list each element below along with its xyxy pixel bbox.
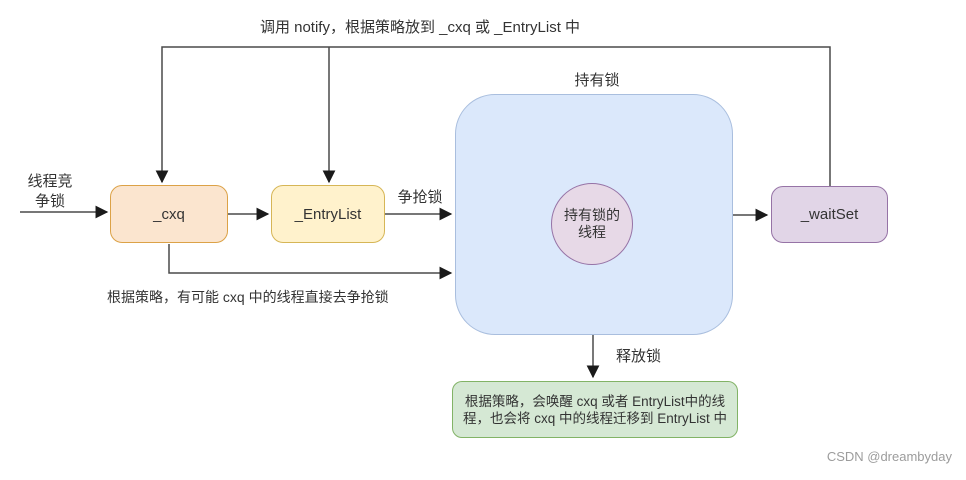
lock-holder-container-label: 持有锁 bbox=[574, 72, 620, 89]
notify-annotation: 调用 notify，根据策略放到 _cxq 或 _EntryList 中 bbox=[259, 19, 581, 36]
node-entrylist-label: _EntryList bbox=[294, 205, 362, 223]
release-detail-note-text: 根据策略，会唤醒 cxq 或者 EntryList中的线程，也会将 cxq 中的… bbox=[462, 393, 728, 426]
csdn-watermark: CSDN @dreambyday bbox=[826, 449, 952, 464]
compete-lock-label-text: 线程竞争锁 bbox=[27, 173, 73, 210]
contend-lock-edge-label: 争抢锁 bbox=[397, 189, 443, 206]
node-waitset: _waitSet bbox=[771, 186, 888, 243]
edge-cxq-direct-to-holder bbox=[168, 244, 453, 280]
compete-lock-label: 线程竞争锁 bbox=[18, 172, 82, 212]
node-cxq: _cxq bbox=[110, 185, 228, 243]
release-lock-edge-label: 释放锁 bbox=[616, 348, 662, 365]
release-detail-note: 根据策略，会唤醒 cxq 或者 EntryList中的线程，也会将 cxq 中的… bbox=[452, 381, 738, 438]
node-cxq-label: _cxq bbox=[153, 205, 185, 223]
lock-holder-thread-circle: 持有锁的线程 bbox=[551, 183, 633, 265]
cxq-direct-annotation: 根据策略，有可能 cxq 中的线程直接去争抢锁 bbox=[107, 289, 389, 305]
node-waitset-label: _waitSet bbox=[800, 206, 859, 223]
lock-holder-thread-label: 持有锁的线程 bbox=[564, 207, 620, 240]
node-entrylist: _EntryList bbox=[271, 185, 385, 243]
